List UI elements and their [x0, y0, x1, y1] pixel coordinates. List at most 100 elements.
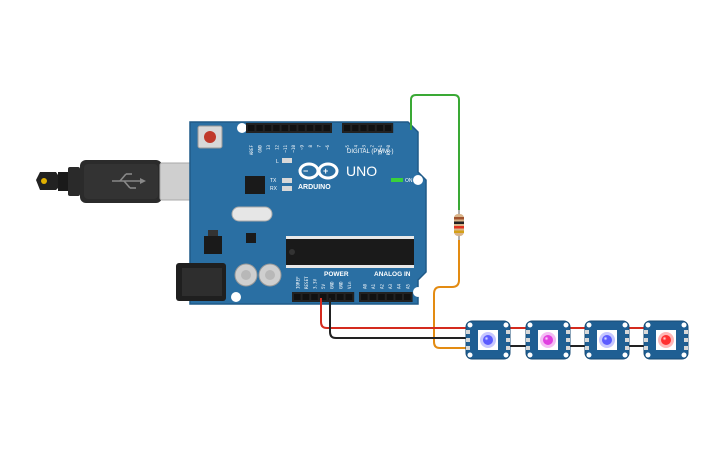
pin-label: A0 — [362, 283, 367, 289]
header-pin[interactable] — [315, 125, 322, 131]
usb-icon — [112, 173, 146, 189]
pin-label: A2 — [380, 283, 385, 289]
ground-wire[interactable] — [329, 298, 648, 347]
power-label: POWER — [324, 271, 349, 278]
rgb-led — [483, 335, 493, 345]
brand-label: ARDUINO — [298, 184, 331, 191]
resistor-band — [454, 230, 464, 233]
header-pin[interactable] — [294, 294, 301, 300]
led-rx-label: RX — [270, 186, 278, 192]
analog-label: ANALOG IN — [374, 271, 411, 278]
header-pin[interactable] — [290, 125, 297, 131]
data-wire-green[interactable] — [410, 94, 460, 213]
pin-label: ~3 — [362, 145, 367, 151]
pin-label: 13 — [266, 145, 271, 151]
digital-label: DIGITAL (PWM~) — [347, 149, 394, 155]
usb-cable[interactable] — [36, 160, 207, 203]
header-pin[interactable] — [385, 125, 392, 131]
header-pin[interactable] — [328, 294, 335, 300]
svg-text:+: + — [323, 166, 328, 176]
resistor-band — [454, 217, 464, 220]
power-pin-header[interactable] — [292, 292, 355, 302]
pin-label: Vin — [347, 281, 352, 289]
power-wire-5v[interactable] — [320, 298, 648, 329]
pin-label: 3.3V — [313, 278, 318, 289]
model-label: UNO — [346, 163, 377, 179]
analog-pin-header[interactable] — [359, 292, 413, 302]
neopixel-4[interactable] — [643, 320, 689, 360]
resistor-band — [454, 221, 464, 224]
pin-label: RESET — [304, 276, 309, 289]
pin-label: A4 — [397, 283, 402, 289]
pin-label: ~9 — [300, 145, 305, 151]
pin-label: 2 — [370, 145, 375, 148]
atmega-microcontroller — [286, 236, 414, 268]
header-pin[interactable] — [264, 125, 272, 131]
header-pin[interactable] — [319, 294, 327, 300]
mounting-hole — [231, 292, 241, 302]
header-pin[interactable] — [281, 125, 288, 131]
resistor-band — [454, 226, 464, 229]
arduino-uno-board[interactable]: L TX RX − + ARDUINO UNO ON DIGITAL (PWM~… — [176, 121, 427, 305]
header-pin[interactable] — [248, 125, 255, 131]
crystal-oscillator — [231, 206, 273, 222]
on-label: ON — [405, 178, 413, 184]
reset-button[interactable] — [197, 125, 223, 149]
header-pin[interactable] — [361, 294, 368, 300]
mounting-hole — [237, 123, 247, 133]
pin-label: A1 — [371, 283, 376, 289]
data-wire-orange[interactable] — [433, 236, 474, 349]
neopixel-3[interactable] — [584, 320, 630, 360]
pin-label: RX←0 — [386, 145, 391, 156]
header-pin[interactable] — [360, 125, 367, 131]
pin-label: A5 — [405, 283, 410, 289]
header-pin[interactable] — [337, 294, 344, 300]
rgb-led — [602, 335, 612, 345]
header-pin[interactable] — [386, 294, 394, 300]
header-pin[interactable] — [345, 294, 353, 300]
header-pin[interactable] — [368, 125, 375, 131]
header-pin[interactable] — [323, 125, 330, 131]
pin-label: ~11 — [283, 145, 288, 153]
pin-label: A3 — [388, 283, 393, 289]
pin-label: ~5 — [345, 145, 350, 151]
neopixel-1[interactable] — [465, 320, 511, 360]
header-pin[interactable] — [376, 125, 383, 131]
header-pin[interactable] — [273, 125, 280, 131]
header-pin[interactable] — [311, 294, 318, 300]
pin-label: GND — [258, 145, 263, 153]
pin-label: IOREF — [295, 276, 300, 289]
mounting-hole — [413, 287, 423, 297]
header-pin[interactable] — [306, 125, 314, 131]
header-pin[interactable] — [256, 125, 263, 131]
header-pin[interactable] — [369, 294, 377, 300]
header-pin[interactable] — [404, 294, 411, 300]
neopixel-2[interactable] — [525, 320, 571, 360]
header-pin[interactable] — [298, 125, 305, 131]
header-pin[interactable] — [378, 294, 385, 300]
power-on-led — [391, 178, 403, 182]
pin-label: TX→1 — [378, 145, 383, 156]
resistor[interactable] — [454, 210, 464, 240]
pin-label: AREF — [249, 145, 254, 156]
arduino-logo — [298, 162, 339, 180]
header-pin[interactable] — [395, 294, 402, 300]
pin-label: ~10 — [291, 145, 296, 153]
pin-label: 8 — [308, 145, 313, 148]
rgb-led — [661, 335, 671, 345]
header-pin[interactable] — [344, 125, 351, 131]
pin-label: 4 — [353, 145, 358, 148]
mounting-hole — [413, 175, 423, 185]
pin-label: GND — [330, 281, 335, 289]
digital-pin-header[interactable] — [246, 123, 394, 133]
pin-label: ~6 — [325, 145, 330, 151]
voltage-regulator — [204, 236, 222, 254]
header-pin[interactable] — [352, 125, 359, 131]
neopixel-strip[interactable] — [465, 320, 689, 360]
pin-label: 7 — [316, 145, 321, 148]
usb-chip — [245, 176, 265, 194]
pin-label: 12 — [274, 145, 279, 151]
header-pin[interactable] — [302, 294, 310, 300]
dc-power-jack[interactable] — [176, 263, 226, 301]
